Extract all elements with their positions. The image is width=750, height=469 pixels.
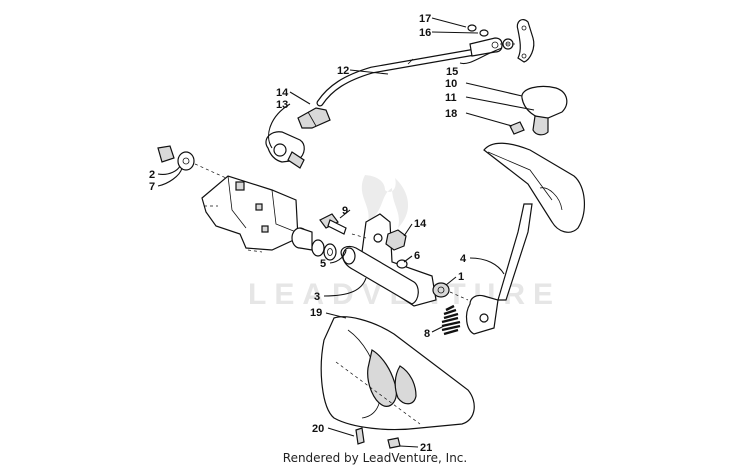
part-lock-nut (432, 282, 469, 301)
callout-10: 10 (445, 78, 457, 90)
part-knob-bolt (509, 121, 525, 135)
callout-6: 6 (414, 250, 420, 262)
part-frame-bracket (201, 175, 299, 253)
callout-5: 5 (320, 258, 326, 270)
part-shift-arm (340, 213, 437, 307)
part-rod-nut (297, 107, 331, 129)
callout-9: 9 (342, 205, 348, 217)
callout-7: 7 (149, 181, 155, 193)
footer-credit: Rendered by LeadVenture, Inc. (282, 451, 468, 465)
callout-15: 15 (446, 66, 458, 78)
part-ball-joint (265, 131, 305, 169)
callout-2: 2 (149, 169, 155, 181)
callout-11: 11 (445, 92, 457, 104)
callout-18: 18 (445, 108, 457, 120)
part-lever-boot (320, 316, 475, 431)
part-mount-bolt (157, 145, 227, 179)
callout-19: 19 (310, 307, 322, 319)
callout-21: 21 (420, 442, 432, 454)
callout-20: 20 (312, 423, 324, 435)
flame-logo-icon (361, 175, 409, 228)
callout-1: 1 (458, 271, 464, 283)
callout-17: 17 (419, 13, 431, 25)
callout-16: 16 (419, 27, 431, 39)
part-screws (355, 427, 401, 449)
part-pivot-bolt (319, 213, 347, 235)
callout-12: 12 (337, 65, 349, 77)
callout-labels: 17 16 15 12 10 11 18 14 13 2 7 9 14 6 4 … (149, 13, 467, 454)
callout-14-mid: 14 (414, 218, 427, 230)
part-shift-lever (465, 142, 585, 335)
callout-4: 4 (460, 253, 467, 265)
callout-14-top: 14 (276, 87, 289, 99)
part-spring (441, 304, 461, 336)
part-clevis-hardware (467, 18, 535, 63)
part-shift-knob (521, 85, 568, 136)
callout-3: 3 (314, 291, 320, 303)
part-washers (311, 239, 337, 261)
callout-8: 8 (424, 328, 430, 340)
leader-lines (157, 17, 535, 448)
part-bushing (291, 227, 313, 251)
callout-13: 13 (276, 99, 288, 111)
part-nut (385, 229, 407, 251)
